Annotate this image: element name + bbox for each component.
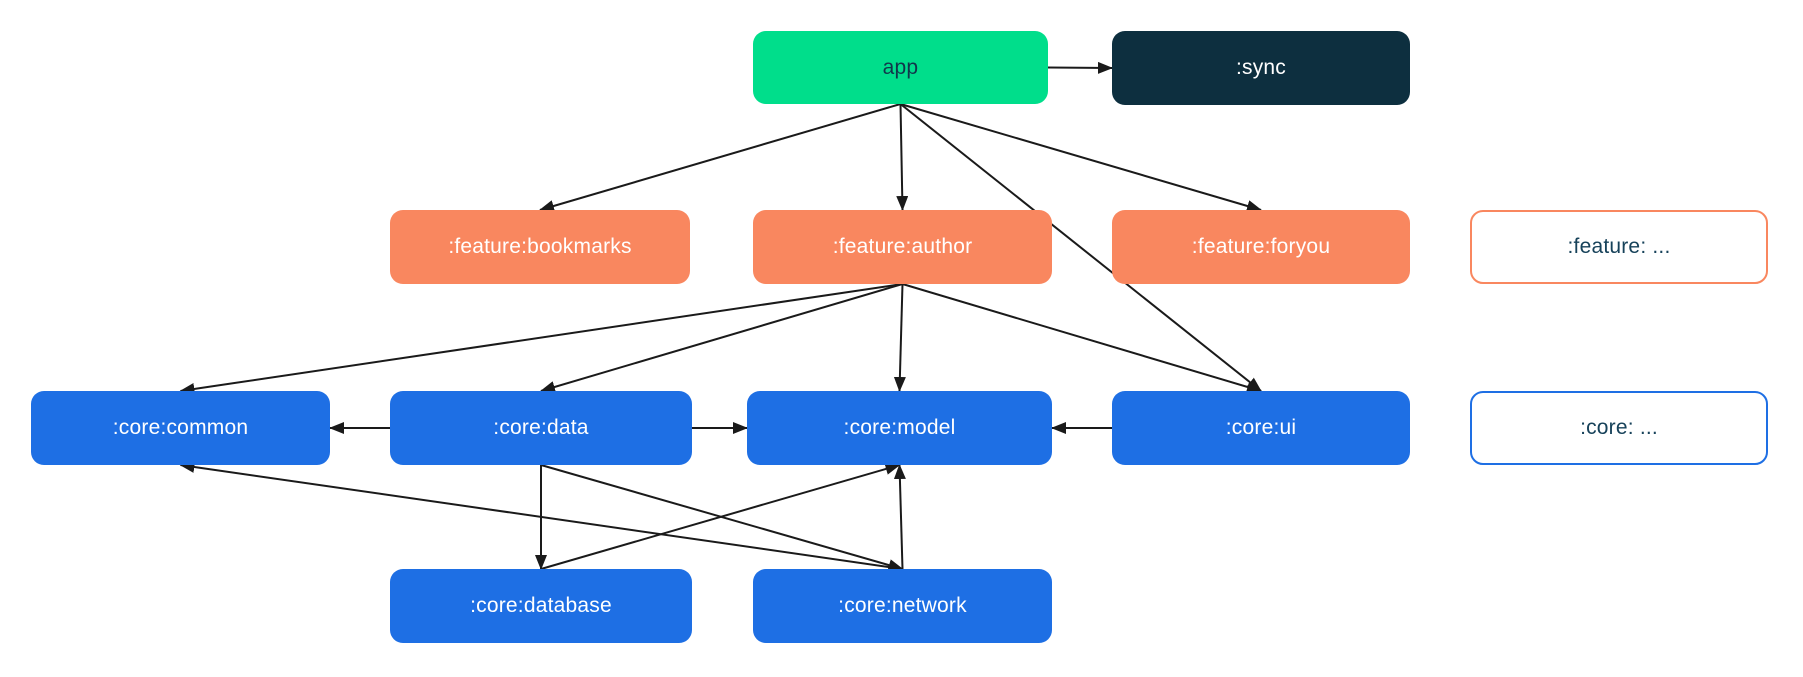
legend-feature-box: :feature: ... [1470,210,1768,284]
node-core-common: :core:common [31,391,330,465]
edge-app-feature-foryou [900,103,1262,212]
node-core-network: :core:network [753,569,1052,643]
edge-app-feature-bookmarks [539,103,901,212]
edge-core-network-core-common [179,461,903,570]
edge-feature-author-core-data [540,283,903,393]
edge-feature-author-core-ui [902,283,1262,393]
node-core-database: :core:database [390,569,692,643]
node-feature-bookmarks: :feature:bookmarks [390,210,690,284]
edge-core-network-core-model [893,464,906,570]
legend-core-box: :core: ... [1470,391,1768,465]
edge-feature-author-core-common [179,283,903,395]
node-core-model: :core:model [747,391,1052,465]
node-core-data: :core:data [390,391,692,465]
node-feature-foryou: :feature:foryou [1112,210,1410,284]
edge-feature-author-core-model [893,283,906,392]
node-feature-author: :feature:author [753,210,1052,284]
node-app: app [753,31,1048,104]
node-core-ui: :core:ui [1112,391,1410,465]
edge-app-core-ui [899,103,1262,392]
edge-app-feature-author [896,103,909,211]
edge-app-sync [1047,61,1113,74]
edge-core-database-core-model [540,463,901,570]
node-sync: :sync [1112,31,1410,105]
